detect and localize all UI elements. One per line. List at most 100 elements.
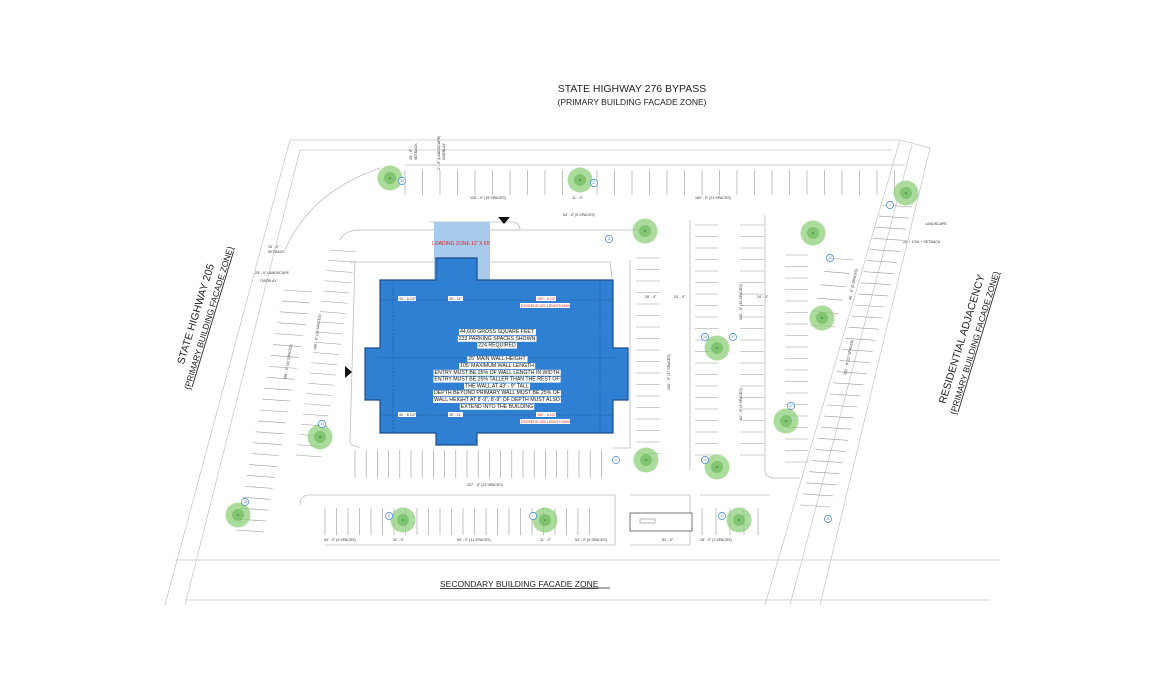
parking-stall-line — [820, 284, 846, 288]
dumpster-enclosure — [629, 512, 693, 532]
parking-stall-line — [316, 331, 343, 335]
parking-stall-line — [833, 382, 864, 386]
svg-text:198' - 0" (22 SPACES): 198' - 0" (22 SPACES) — [283, 344, 293, 380]
parking-stall-line — [251, 453, 280, 456]
tree-icon — [809, 305, 835, 331]
parking-stall-line — [279, 311, 308, 315]
parking-stall-line — [249, 464, 278, 467]
parking-stall-line — [321, 300, 348, 304]
parking-stall-line — [329, 249, 357, 253]
svg-text:10: 10 — [400, 179, 404, 183]
tree-tag: 18 — [241, 498, 249, 506]
parking-stall-line — [266, 376, 295, 380]
tree-icon — [225, 502, 251, 528]
tree-tag: 10 — [398, 177, 406, 185]
parking-stall-line — [848, 326, 879, 330]
svg-text:17: 17 — [731, 335, 735, 339]
svg-text:189' - 0" (21 SPACES): 189' - 0" (21 SPACES) — [695, 196, 731, 200]
parking-stall-line — [878, 215, 909, 219]
svg-text:18: 18 — [243, 500, 247, 504]
parking-stall-line — [318, 321, 345, 325]
svg-text:26' - 11": 26' - 11" — [449, 413, 463, 417]
tree-icon — [893, 180, 919, 206]
building-note-line: 25' MAIN WALL HEIGHT — [468, 356, 526, 362]
parking-stall-line — [860, 282, 891, 286]
svg-text:6: 6 — [704, 458, 706, 462]
svg-text:99' - 0" (11 SPACES): 99' - 0" (11 SPACES) — [457, 538, 491, 542]
svg-text:21: 21 — [592, 181, 596, 185]
parking-stall-line — [311, 362, 338, 366]
parking-stall-line — [324, 280, 351, 284]
parking-stall-line — [872, 238, 903, 241]
svg-text:11' - 0": 11' - 0" — [540, 538, 552, 542]
parking-stall-line — [830, 393, 861, 397]
svg-text:26' - 11": 26' - 11" — [449, 297, 463, 301]
tree-icon — [390, 507, 416, 533]
svg-text:180' - 0" (20 SPACES): 180' - 0" (20 SPACES) — [313, 314, 322, 350]
svg-text:25' - 0" LANDSCAPE: 25' - 0" LANDSCAPE — [255, 271, 290, 275]
svg-text:14: 14 — [320, 422, 324, 426]
tree-icon — [704, 454, 730, 480]
svg-text:12: 12 — [720, 514, 724, 518]
building-note-line: 44,600 GROSS SQUARE FEET — [460, 329, 535, 335]
parking-stall-line — [319, 311, 346, 314]
parking-stalls — [235, 170, 913, 535]
parking-stall-line — [295, 454, 323, 458]
svg-text:20: 20 — [828, 256, 832, 260]
parking-stall-line — [302, 413, 329, 417]
tree-icon — [567, 167, 593, 193]
parking-stall-line — [270, 355, 299, 358]
tree-icon — [800, 220, 826, 246]
tree-tag: 21 — [590, 179, 598, 187]
tree-icon — [632, 218, 658, 244]
parking-stall-line — [875, 226, 906, 230]
svg-text:15' - 0": 15' - 0" — [268, 245, 280, 249]
parking-stall-line — [866, 260, 897, 263]
svg-text:54' - 0" (6 SPACES): 54' - 0" (6 SPACES) — [324, 538, 356, 542]
north-entry-arrow-icon — [498, 217, 510, 224]
tree-tag: 22 — [787, 402, 795, 410]
svg-text:153' - 0" (17 SPACES): 153' - 0" (17 SPACES) — [667, 354, 671, 390]
parking-stall-line — [326, 270, 353, 273]
svg-text:40' - 6 1/2": 40' - 6 1/2" — [399, 413, 417, 417]
tree-icon — [307, 424, 333, 450]
parking-stall-line — [268, 366, 297, 369]
svg-text:160' - 6 1/2": 160' - 6 1/2" — [537, 297, 557, 301]
title-north-highway: STATE HIGHWAY 276 BYPASS — [558, 83, 707, 95]
tree-tag: 17 — [729, 333, 737, 341]
parking-stall-line — [283, 289, 313, 293]
tree-tag: 20 — [826, 254, 834, 262]
parking-stall-line — [851, 315, 882, 319]
parking-stall-line — [264, 387, 293, 391]
parking-stall-line — [253, 442, 282, 446]
svg-text:EXCEEDS 105' LENGTH MAX: EXCEEDS 105' LENGTH MAX — [521, 304, 571, 308]
svg-text:18' - 0" (2 SPACES): 18' - 0" (2 SPACES) — [700, 538, 732, 542]
parking-stall-line — [309, 372, 336, 376]
parking-stall-line — [809, 471, 840, 474]
tree-tag: 14 — [318, 420, 326, 428]
parking-stall-line — [246, 475, 275, 478]
parking-stall-line — [314, 341, 341, 345]
building-note-line: EXTEND INTO THE BUILDING — [461, 404, 533, 410]
parking-stall-line — [812, 460, 843, 463]
dimension-labels: 130' - 0" (15 SPACES) 11' - 0" 189' - 0"… — [255, 136, 947, 542]
tree-tag: 9 — [612, 456, 620, 464]
tree-tag: 11 — [605, 235, 613, 243]
tree-icon — [773, 408, 799, 434]
tree-tag: 8 — [385, 512, 393, 520]
svg-text:24' - 0": 24' - 0" — [757, 295, 769, 299]
svg-text:24: 24 — [703, 335, 707, 339]
parking-stall-line — [259, 409, 289, 413]
parking-stall-line — [799, 504, 831, 508]
svg-text:24' - 0": 24' - 0" — [674, 295, 686, 299]
svg-text:28' - 0": 28' - 0" — [645, 295, 657, 299]
parking-stall-line — [803, 493, 834, 497]
tree-tag: 15 — [824, 515, 832, 523]
building-dim-labels: 40' - 6 1/2" 26' - 11" 160' - 6 1/2" EXC… — [398, 296, 571, 424]
parking-stall-line — [262, 398, 291, 402]
property-lines — [164, 139, 1000, 606]
parking-stall-line — [827, 404, 858, 408]
parking-stall-line — [842, 349, 873, 352]
